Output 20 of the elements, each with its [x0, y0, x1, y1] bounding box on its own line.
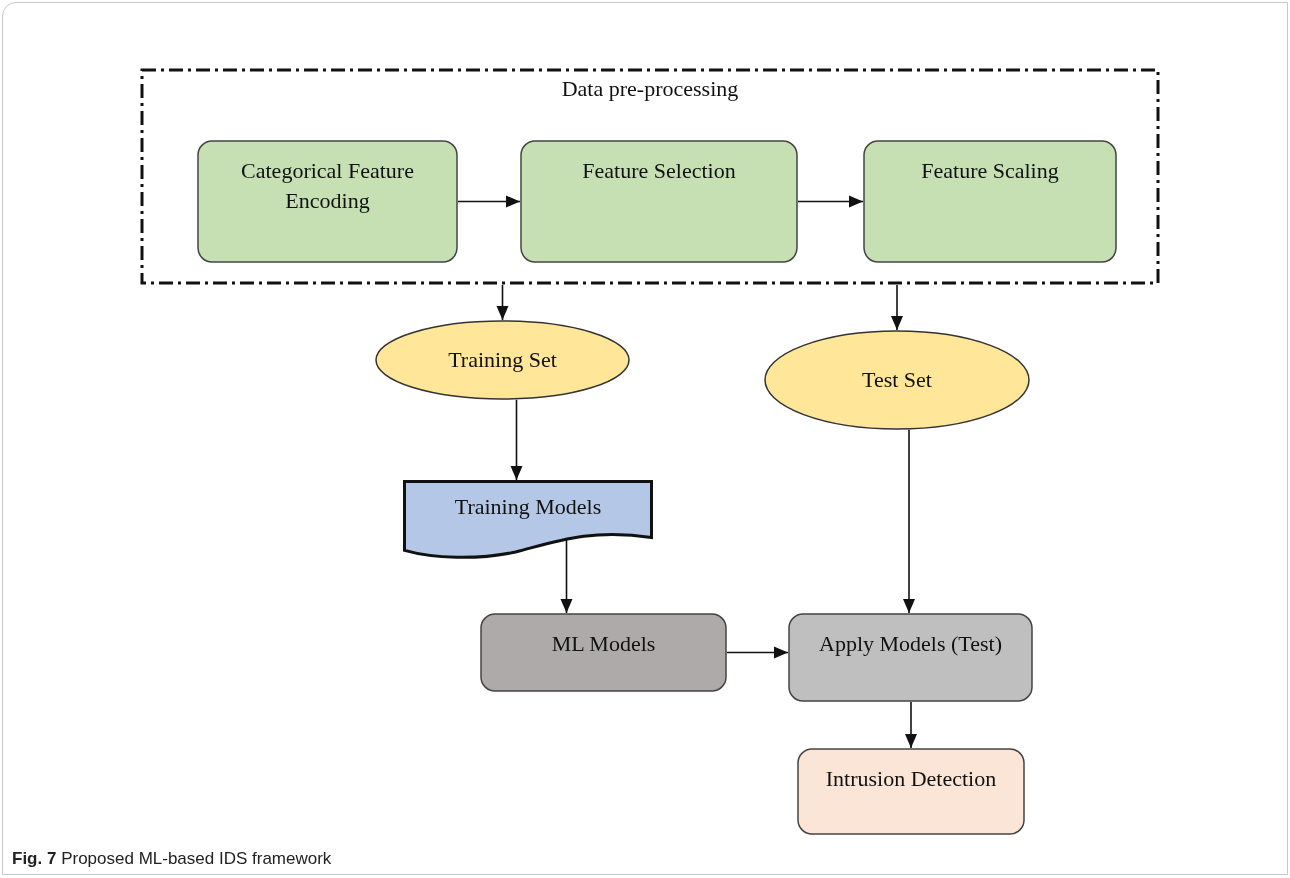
arrow — [905, 701, 917, 749]
arrow — [726, 646, 789, 659]
node-label: Training Set — [448, 346, 557, 374]
node-label: ML Models — [551, 630, 656, 658]
group-heading: Data pre-processing — [561, 75, 739, 103]
arrow — [797, 195, 864, 208]
arrow — [891, 284, 903, 331]
arrow — [560, 538, 573, 614]
node-label: Training Models — [454, 493, 602, 521]
node-label: Feature Scaling — [921, 157, 1059, 185]
node-label: Feature Selection — [582, 157, 736, 185]
arrow — [510, 398, 523, 481]
node-label: Intrusion Detection — [825, 765, 997, 793]
figure-caption: Fig. 7 Proposed ML-based IDS framework — [12, 848, 332, 870]
node-label: Apply Models (Test) — [819, 630, 1002, 658]
node-label: Categorical Feature Encoding — [240, 157, 415, 215]
arrow — [457, 195, 521, 208]
node-label: Test Set — [862, 366, 932, 394]
arrow — [903, 429, 915, 614]
arrow — [496, 284, 509, 321]
